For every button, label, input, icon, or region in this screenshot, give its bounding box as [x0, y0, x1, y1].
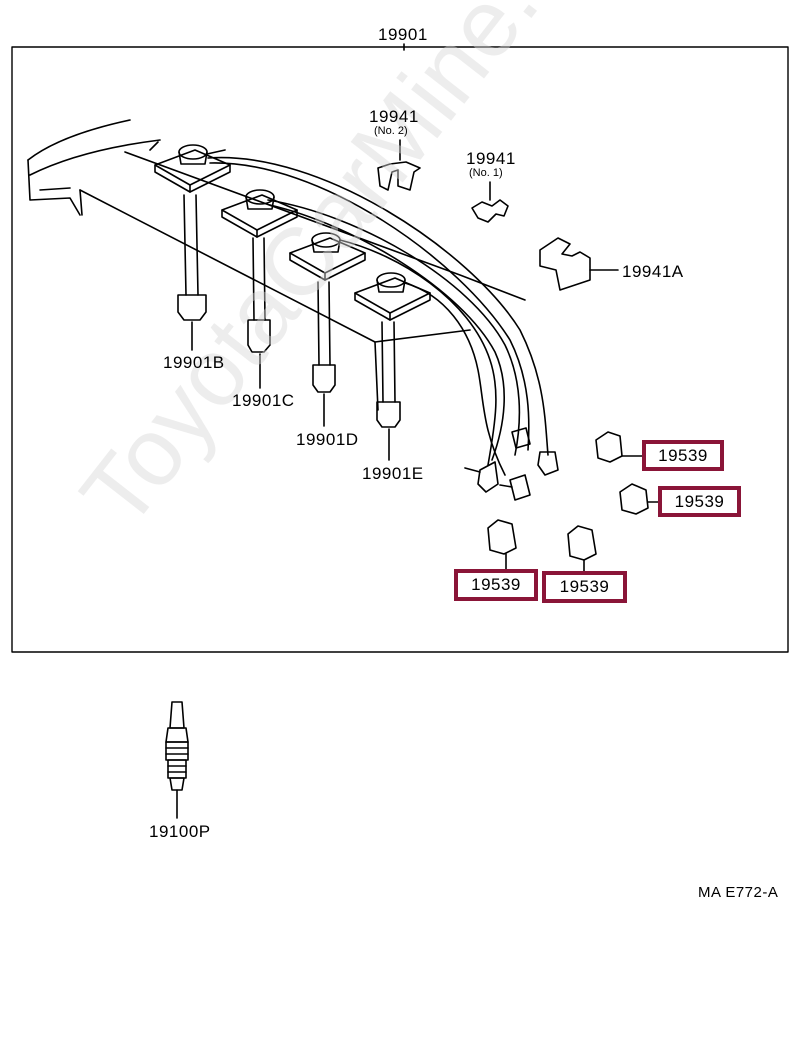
label-clamp-no1: 19941: [466, 149, 516, 168]
engine-head: [27, 119, 526, 411]
clamp-no1-drawing: [471, 181, 509, 223]
label-spark-plug: 19100P: [149, 822, 211, 841]
label-cord-c: 19901C: [232, 391, 295, 410]
ignition-wires: [207, 156, 559, 501]
label-cord-d: 19901D: [296, 430, 359, 449]
spark-plug-drawing: [165, 701, 189, 819]
diagram-frame: [11, 46, 789, 653]
label-cord-e: 19901E: [362, 464, 424, 483]
label-clamp-no2: 19941: [369, 107, 419, 126]
plug-tubes: [177, 194, 401, 428]
label-clamp-a: 19941A: [622, 262, 684, 281]
part-19539-link-1[interactable]: 19539: [642, 440, 724, 471]
label-clamp-no2-sub: (No. 2): [374, 125, 408, 137]
label-clamp-no1-sub: (No. 1): [469, 167, 503, 179]
figure-code: MA E772-A: [698, 884, 779, 901]
clamp-no2-drawing: [377, 139, 421, 191]
clamp-a-drawing: [539, 237, 619, 291]
part-19539-link-4[interactable]: 19539: [542, 571, 627, 603]
part-19539-link-2[interactable]: 19539: [658, 486, 741, 517]
label-cord-b: 19901B: [163, 353, 225, 372]
grommet-drawings: [487, 431, 661, 573]
label-assembly: 19901: [378, 25, 428, 44]
part-19539-link-3[interactable]: 19539: [454, 569, 538, 601]
